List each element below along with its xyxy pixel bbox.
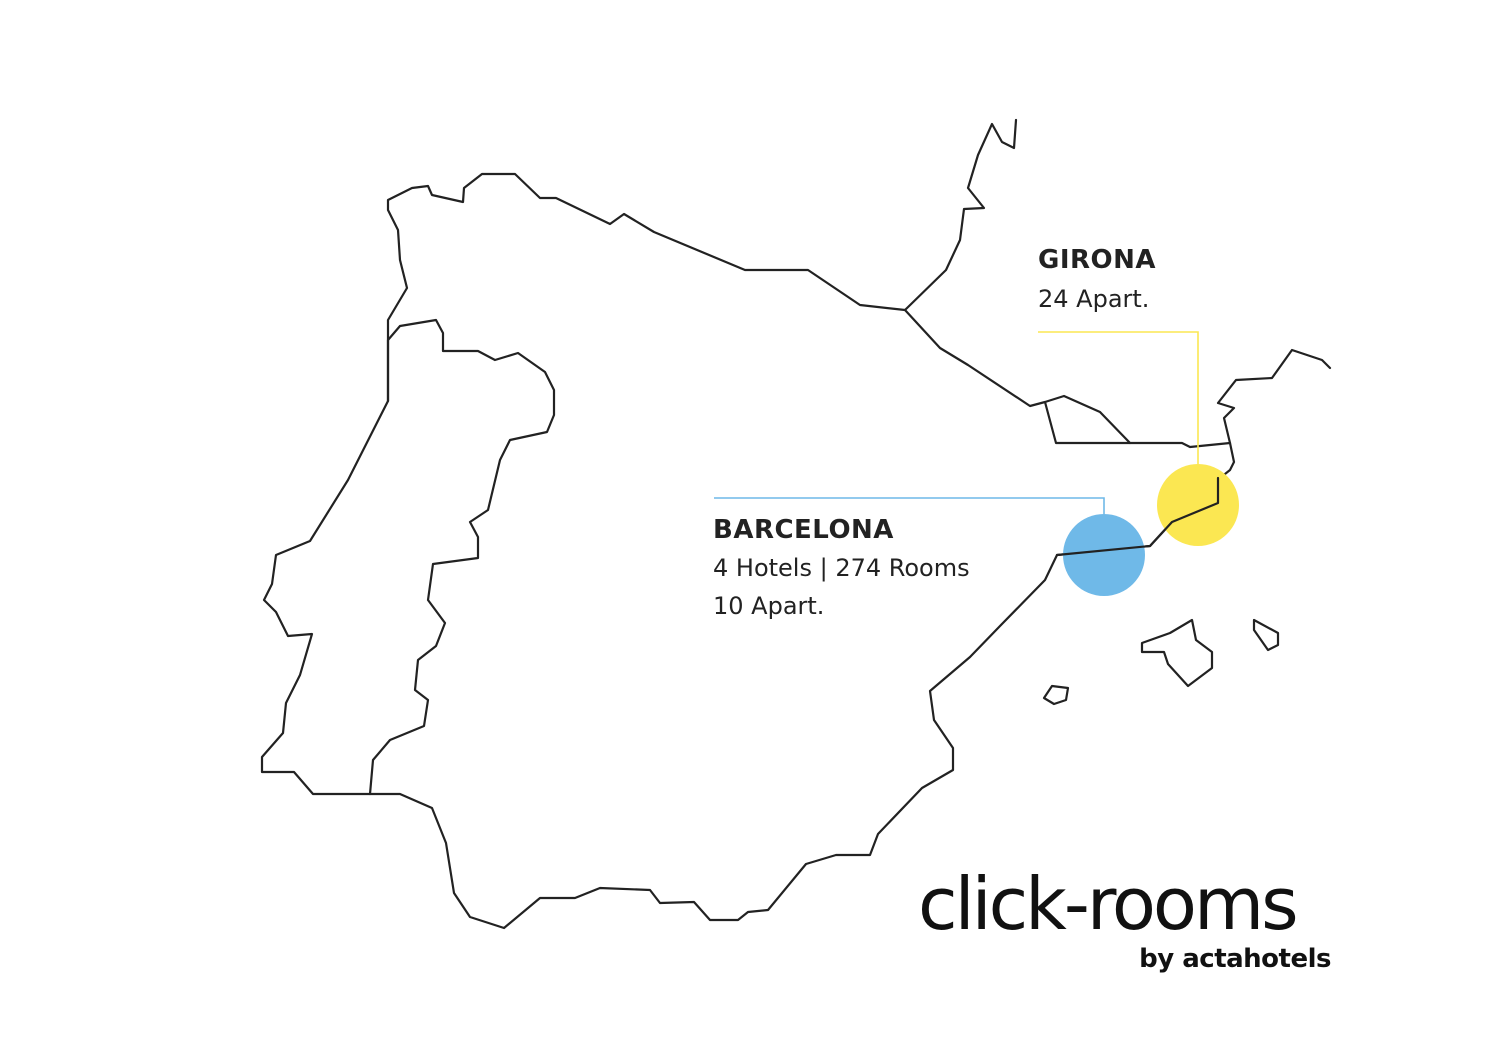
girona-apartments: 24 Apart. xyxy=(1038,285,1150,313)
barcelona-marker[interactable] xyxy=(1063,514,1145,596)
coastline-overlay xyxy=(1055,476,1220,557)
barcelona-title: BARCELONA xyxy=(713,515,894,545)
barcelona-leader-line xyxy=(714,497,1105,514)
barcelona-apartments: 10 Apart. xyxy=(713,592,825,620)
barcelona-hotels-rooms: 4 Hotels | 274 Rooms xyxy=(713,554,970,582)
portugal-border xyxy=(368,318,556,796)
menorca-island xyxy=(1252,618,1280,652)
click-rooms-logo: click-rooms xyxy=(918,862,1299,946)
girona-leader-line xyxy=(1038,331,1199,464)
ibiza-island xyxy=(1042,684,1070,706)
mallorca-island xyxy=(1140,618,1214,688)
france-border xyxy=(903,118,1018,312)
andorra-border xyxy=(1043,400,1132,445)
iberia-coastline xyxy=(260,172,1236,930)
by-actahotels-logo: by actahotels xyxy=(1139,944,1331,974)
girona-marker[interactable] xyxy=(1157,464,1239,546)
france-coast xyxy=(1216,348,1332,445)
girona-title: GIRONA xyxy=(1038,245,1157,275)
